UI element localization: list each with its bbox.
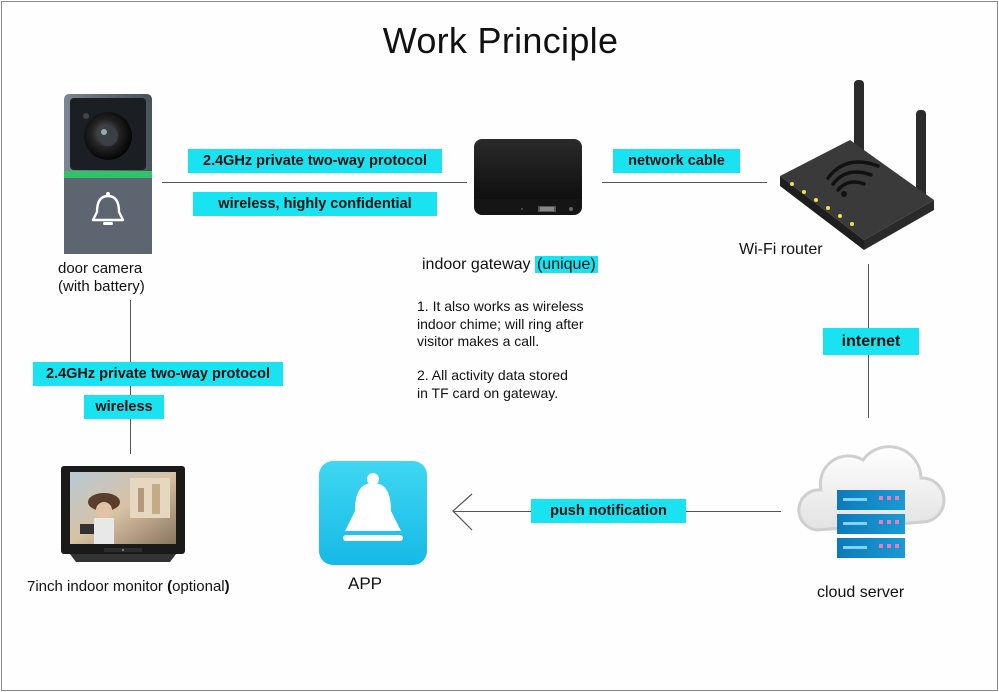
router-label: Wi-Fi router xyxy=(739,241,823,259)
note2-line1: 2. All activity data stored xyxy=(417,367,568,385)
tag-camera-gateway-protocol: 2.4GHz private two-way protocol xyxy=(188,149,442,173)
diagram-title: Work Principle xyxy=(2,20,998,62)
door-camera-label-line1: door camera xyxy=(58,260,145,278)
note1-line2: indoor chime; will ring after xyxy=(417,316,584,334)
connector-camera-gateway xyxy=(162,182,467,183)
door-camera-label: door camera (with battery) xyxy=(58,260,145,296)
gateway-note-1: 1. It also works as wireless indoor chim… xyxy=(417,298,584,351)
monitor-label-paren-close: ) xyxy=(225,578,230,595)
monitor-label: 7inch indoor monitor (optional) xyxy=(27,578,230,596)
tag-camera-monitor-protocol: 2.4GHz private two-way protocol xyxy=(33,362,283,386)
gateway-note-2: 2. All activity data stored in TF card o… xyxy=(417,367,568,402)
arrowhead-icon xyxy=(450,492,480,532)
connector-gateway-router xyxy=(602,182,767,183)
bell-app-icon xyxy=(319,461,427,565)
tag-camera-gateway-wireless: wireless, highly confidential xyxy=(193,192,437,216)
door-camera-label-line2: (with battery) xyxy=(58,278,145,296)
cloud-server-label: cloud server xyxy=(817,584,904,602)
gateway-label-text: indoor gateway xyxy=(422,256,535,273)
tag-push-notification: push notification xyxy=(531,499,686,523)
wifi-router-icon xyxy=(778,80,938,252)
monitor-label-text: 7inch indoor monitor xyxy=(27,578,167,595)
cloud-server-icon xyxy=(795,434,945,576)
note1-line3: visitor makes a call. xyxy=(417,333,584,351)
gateway-box-icon xyxy=(472,135,584,221)
tag-internet: internet xyxy=(823,328,919,355)
tag-camera-monitor-wireless: wireless xyxy=(84,395,164,419)
doorbell-camera-icon xyxy=(64,94,152,254)
gateway-label: indoor gateway (unique) xyxy=(422,256,598,274)
monitor-label-optional: optional xyxy=(172,578,225,595)
indoor-monitor-icon xyxy=(60,464,186,564)
note1-line1: 1. It also works as wireless xyxy=(417,298,584,316)
app-label: APP xyxy=(348,575,382,593)
note2-line2: in TF card on gateway. xyxy=(417,385,568,403)
gateway-label-unique: (unique) xyxy=(535,256,598,273)
tag-network-cable: network cable xyxy=(613,149,740,173)
